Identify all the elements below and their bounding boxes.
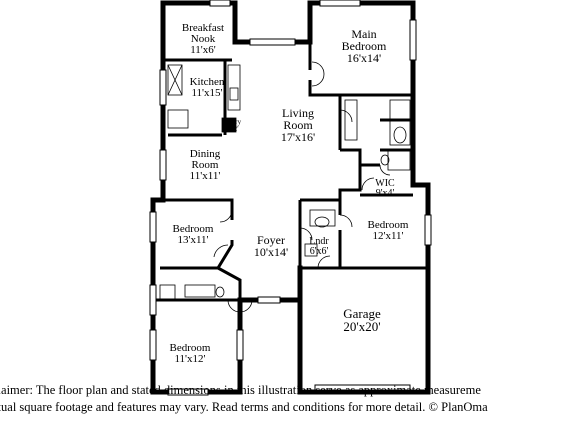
doors <box>213 61 391 313</box>
main-bedroom-label: Main <box>351 27 376 41</box>
living-room-dim: 17'x16' <box>281 130 315 144</box>
kitchen-dim: 11'x15' <box>191 87 222 99</box>
disclaimer-line-2: ctual square footage and features may va… <box>0 400 488 414</box>
laundry-label: Lndr <box>309 236 329 247</box>
room-labels: Breakfast Nook 11'x6' Main Bedroom 16'x1… <box>170 22 409 365</box>
disclaimer-line-1: claimer: The floor plan and stated dimen… <box>0 383 481 397</box>
bedroom-left-label: Bedroom <box>173 223 214 235</box>
wic-dim: 9'x4' <box>376 188 395 199</box>
bedroom-left-dim: 13'x11' <box>177 234 208 246</box>
garage-dim: 20'x20' <box>343 319 380 334</box>
laundry-dim: 6'x6' <box>310 246 329 257</box>
pantry-dim: 3'x2' <box>225 125 238 133</box>
windows <box>149 0 432 396</box>
living-room-label-2: Room <box>283 118 313 132</box>
breakfast-nook-label-2: Nook <box>191 33 216 45</box>
garage-label: Garage <box>343 306 381 321</box>
foyer-label: Foyer <box>257 233 285 247</box>
dining-room-label: Dining <box>190 148 221 160</box>
dining-room-label-2: Room <box>192 159 219 171</box>
foyer-dim: 10'x14' <box>254 245 288 259</box>
breakfast-nook-dim: 11'x6' <box>190 44 216 56</box>
bedroom-bottom-dim: 11'x12' <box>174 353 205 365</box>
main-bedroom-dim: 16'x14' <box>347 51 381 65</box>
bedroom-bottom-label: Bedroom <box>170 342 211 354</box>
main-bedroom-label-2: Bedroom <box>342 39 387 53</box>
fixtures <box>159 64 411 301</box>
bedroom-right-label: Bedroom <box>368 219 409 231</box>
interior-walls <box>155 42 428 302</box>
dining-room-dim: 11'x11' <box>190 170 221 182</box>
bedroom-right-dim: 12'x11' <box>372 230 403 242</box>
living-room-label: Living <box>282 106 314 120</box>
wic-label: WIC <box>375 178 395 189</box>
breakfast-nook-label: Breakfast <box>182 22 224 34</box>
kitchen-label: Kitchen <box>190 76 225 88</box>
pantry-label: Pantry <box>223 118 242 126</box>
